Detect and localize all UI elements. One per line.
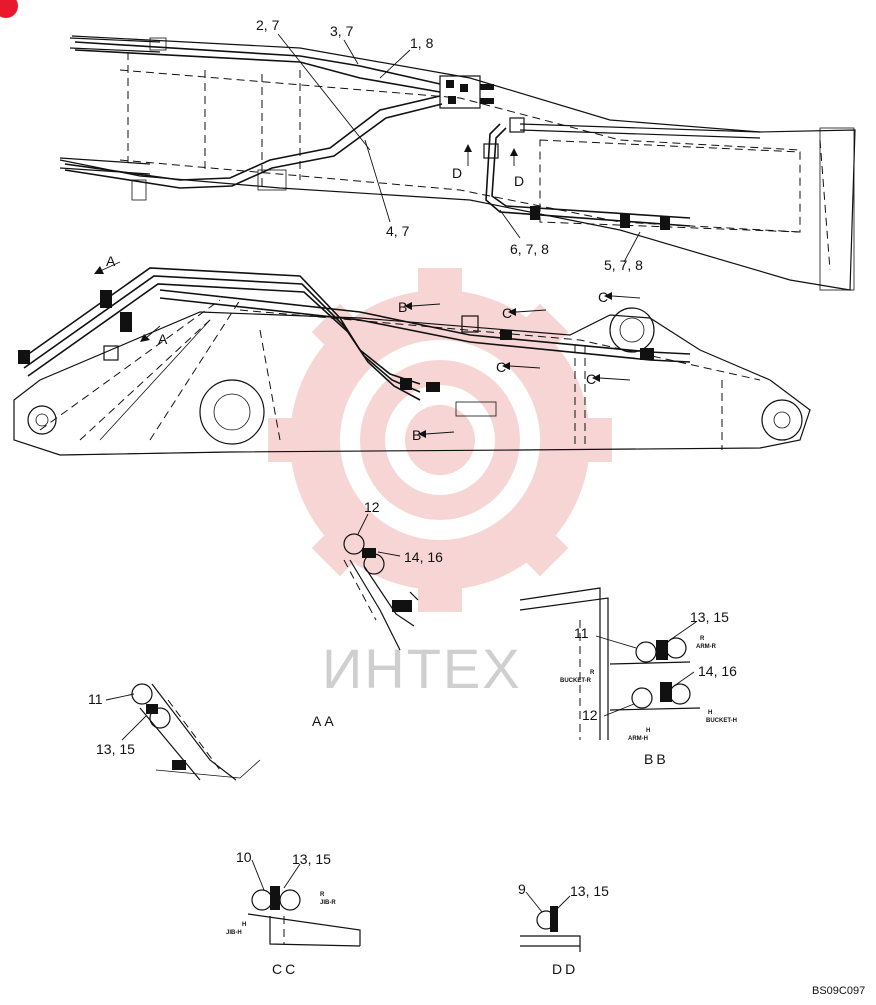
view-title-cc: CC [272,961,298,977]
callout-5-7-8: 5, 7, 8 [604,257,643,273]
callout-11-bb: 11 [574,625,589,641]
hose-tag-r-cc: R [320,892,325,898]
detail-cc [247,886,361,947]
callout-3-7: 3, 7 [330,23,354,39]
section-marker-c-3: C [496,359,506,375]
hose-tag-arm-r: ARM-R [696,644,717,650]
arm-top-view [59,35,856,291]
hose-tag-arm-h: ARM-H [628,736,648,742]
section-marker-a-upper: A [106,253,116,269]
section-marker-c-4: C [586,371,596,387]
hose-tag-h-cc: H [242,922,246,928]
hose-tag-r-bb-left: R [590,670,595,676]
leader-lines [105,33,697,913]
hose-tag-jib-r: JIB-R [320,900,336,906]
hose-tag-h-bb-right: H [708,710,712,716]
callout-13-15-dd: 13, 15 [570,883,609,899]
detail-bb [519,587,701,740]
callout-13-15-bb: 13, 15 [690,609,729,625]
section-marker-b-lower: B [412,427,421,443]
callout-13-15-cc: 13, 15 [292,851,331,867]
drawing-code: BS09C097 [812,985,865,997]
view-title-dd: DD [552,961,578,977]
callout-14-16-bb: 14, 16 [698,663,737,679]
view-title-bb: BB [644,751,669,767]
hose-tag-bucket-r: BUCKET-R [560,678,592,684]
section-marker-c-2: C [598,289,608,305]
watermark-text: ИНТЕХ [322,637,522,700]
view-title-aa: AA [312,713,337,729]
section-marker-a-lower: A [158,331,168,347]
callout-9: 9 [518,881,526,897]
callout-6-7-8: 6, 7, 8 [510,241,549,257]
watermark-gear-icon [268,268,612,612]
hose-tag-bucket-h: BUCKET-H [706,718,737,724]
hose-tag-r-bb-top: R [700,636,705,642]
hose-tag-jib-h: JIB-H [226,930,242,936]
callout-13-15-aa: 13, 15 [96,741,135,757]
callout-10: 10 [236,849,252,865]
corner-badge-icon [0,0,18,18]
arm-side-view [13,267,811,456]
section-marker-c-1: C [502,305,512,321]
detail-dd [520,906,581,952]
detail-clamp-upper [343,533,419,651]
callout-2-7: 2, 7 [256,17,280,33]
callout-12-bb: 12 [582,707,598,723]
callout-12-upper: 12 [364,499,380,515]
detail-aa [131,683,261,781]
hose-tag-h-bb-bottom: H [646,728,650,734]
section-marker-b-upper: B [398,299,407,315]
callout-1-8: 1, 8 [410,35,434,51]
callout-4-7: 4, 7 [386,223,410,239]
section-marker-d-right: D [514,173,524,189]
callout-11-aa: 11 [88,691,103,707]
section-marker-d-left: D [452,165,462,181]
section-arrows [94,144,641,438]
callout-14-16-upper: 14, 16 [404,549,443,565]
